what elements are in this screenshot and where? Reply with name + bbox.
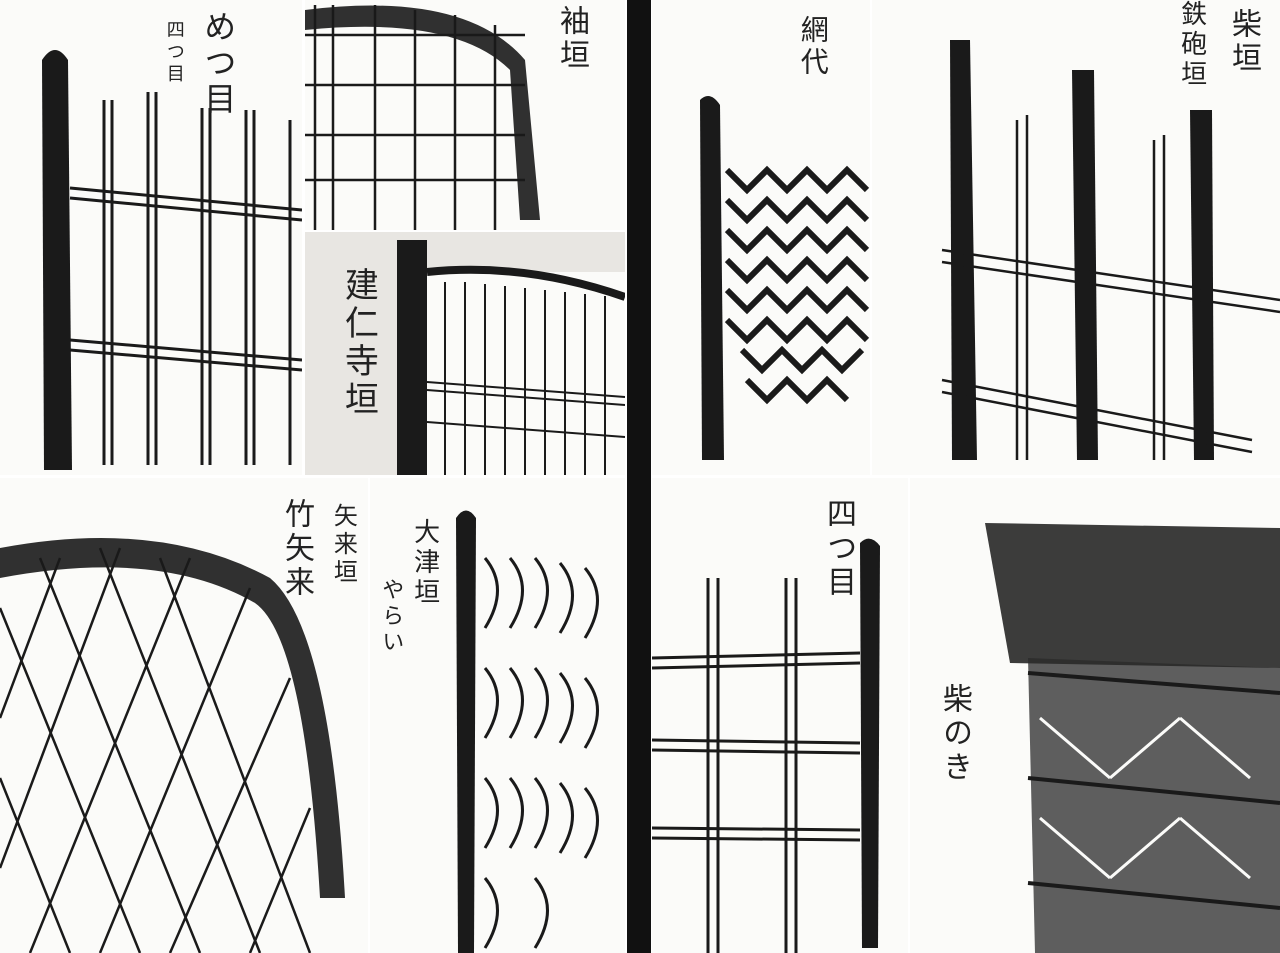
panel-shibanoki: 柴のき [910, 478, 1280, 953]
panel-caption: 竹矢来 [279, 498, 314, 600]
panel-caption: 袖垣 [554, 5, 589, 73]
ajiro-drawing [700, 96, 870, 460]
panel-yotsume-fence: めつ目 四つ目 [0, 0, 302, 475]
shibagaki-drawing [941, 40, 1280, 460]
panel-caption: 大津垣 [409, 518, 440, 608]
panel-takeyarai: 竹矢来 矢来垣 [0, 478, 368, 953]
panel-sodegaki: 袖垣 [305, 0, 625, 230]
shibanoki-drawing [985, 523, 1280, 953]
panel-subcaption: 鉄砲垣 [1176, 0, 1207, 90]
book-spine [627, 0, 651, 953]
panel-caption: 建仁寺垣 [338, 267, 379, 419]
panel-kenninji: 建仁寺垣 [305, 232, 625, 475]
panel-yotsume-2: 四つ目 [652, 478, 908, 953]
panel-caption: めつ目 [199, 10, 238, 118]
kenninji-drawing [397, 240, 625, 475]
otsugaki-drawing [456, 510, 599, 953]
panel-shibagaki: 柴垣 鉄砲垣 [872, 0, 1280, 475]
yotsume-2-drawing [652, 538, 880, 953]
panel-caption: 網代 [796, 15, 830, 79]
takeyarai-drawing [0, 538, 345, 953]
panel-subcaption: 四つ目 [163, 20, 185, 86]
sodegaki-drawing [305, 5, 540, 230]
panel-caption: 柴のき [937, 683, 972, 785]
panel-subcaption: やらい [378, 578, 404, 656]
panel-otsugaki: 大津垣 やらい [370, 478, 625, 953]
panel-caption: 四つ目 [821, 498, 856, 600]
yotsume-fence-drawing [42, 50, 302, 470]
panel-caption: 柴垣 [1226, 8, 1261, 76]
panel-subcaption: 矢来垣 [329, 503, 358, 587]
panel-ajiro: 網代 [652, 0, 870, 475]
